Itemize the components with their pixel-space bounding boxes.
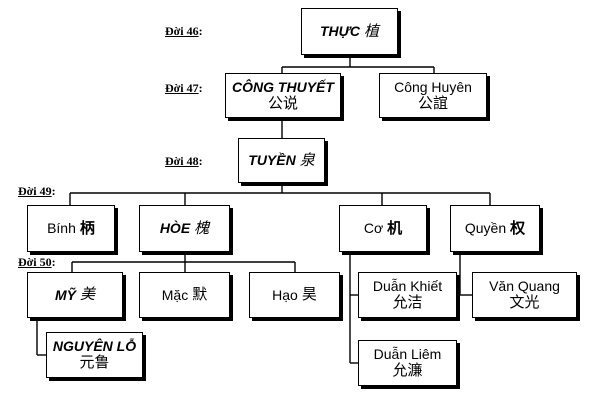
person-quyen-han: 权 [510, 218, 526, 237]
person-tuyen-name: TUYỀN [248, 152, 296, 169]
person-nguyen-lo[interactable]: NGUYÊN LỖ 元鲁 [46, 332, 143, 378]
person-thuc-name: THỰC [319, 23, 361, 40]
person-van-quang-han: 文光 [509, 293, 540, 312]
person-co-name: Cơ [363, 220, 384, 237]
generation-50-text: Đời 50 [18, 255, 52, 269]
person-co-han: 机 [387, 218, 403, 237]
generation-48-text: Đời 48 [165, 154, 199, 168]
person-hoe[interactable]: HÒE 槐 [139, 205, 230, 252]
person-binh[interactable]: Bính 柄 [27, 205, 115, 252]
person-my-han: 美 [79, 285, 95, 304]
person-doan-liem-han: 允濂 [392, 361, 423, 380]
person-cong-huyen[interactable]: Công Huyên 公誼 [379, 73, 487, 118]
person-mac-han: 默 [192, 285, 208, 304]
person-hao-name: Hạo [272, 286, 298, 303]
generation-47-text: Đời 47 [165, 81, 199, 95]
person-mac[interactable]: Mặc 默 [139, 272, 230, 318]
generation-50-colon: : [51, 255, 56, 269]
generation-label-49: Đời 49: [18, 184, 56, 199]
generation-49-colon: : [51, 184, 56, 198]
person-doan-liem[interactable]: Duẫn Liêm 允濂 [358, 340, 457, 386]
person-doan-khiet-name: Duẫn Khiết [372, 278, 443, 295]
person-my[interactable]: MỸ 美 [27, 272, 123, 318]
person-hao[interactable]: Hạo 昊 [249, 272, 340, 318]
generation-label-47: Đời 47: [165, 81, 203, 96]
generation-label-48: Đời 48: [165, 154, 203, 169]
generation-49-text: Đời 49 [18, 184, 52, 198]
person-doan-khiet-han: 允洁 [392, 293, 423, 312]
person-co[interactable]: Cơ 机 [339, 205, 427, 252]
person-van-quang-name: Văn Quang [489, 278, 560, 295]
person-van-quang[interactable]: Văn Quang 文光 [472, 272, 577, 318]
person-my-name: MỸ [54, 286, 76, 303]
person-cong-thuyet-name: CÔNG THUYẾT [232, 78, 334, 95]
person-nguyen-lo-han: 元鲁 [79, 353, 110, 372]
person-binh-name: Bính [47, 220, 76, 237]
person-hoe-name: HÒE [159, 220, 191, 237]
person-cong-thuyet-han: 公说 [267, 93, 298, 112]
generation-46-colon: : [198, 24, 203, 38]
person-cong-huyen-han: 公誼 [417, 93, 448, 112]
person-tuyen[interactable]: TUYỀN 泉 [238, 138, 325, 183]
person-thuc-han: 植 [364, 21, 380, 40]
person-mac-name: Mặc [161, 286, 189, 303]
generation-label-50: Đời 50: [18, 255, 56, 270]
generation-47-colon: : [198, 81, 203, 95]
person-doan-liem-name: Duẫn Liêm [373, 346, 442, 363]
person-cong-thuyet[interactable]: CÔNG THUYẾT 公说 [225, 73, 341, 118]
person-hao-han: 昊 [301, 285, 317, 304]
person-quyen[interactable]: Quyền 权 [450, 205, 540, 252]
person-thuc[interactable]: THỰC 植 [301, 8, 398, 55]
generation-label-46: Đời 46: [165, 24, 203, 39]
person-cong-huyen-name: Công Huyên [394, 78, 472, 95]
person-hoe-han: 槐 [194, 218, 210, 237]
person-doan-khiet[interactable]: Duẫn Khiết 允洁 [358, 272, 457, 318]
generation-46-text: Đời 46 [165, 24, 199, 38]
generation-48-colon: : [198, 154, 203, 168]
person-tuyen-han: 泉 [299, 150, 315, 169]
person-binh-han: 柄 [79, 218, 95, 237]
person-nguyen-lo-name: NGUYÊN LỖ [52, 338, 137, 355]
person-quyen-name: Quyền [464, 220, 507, 237]
